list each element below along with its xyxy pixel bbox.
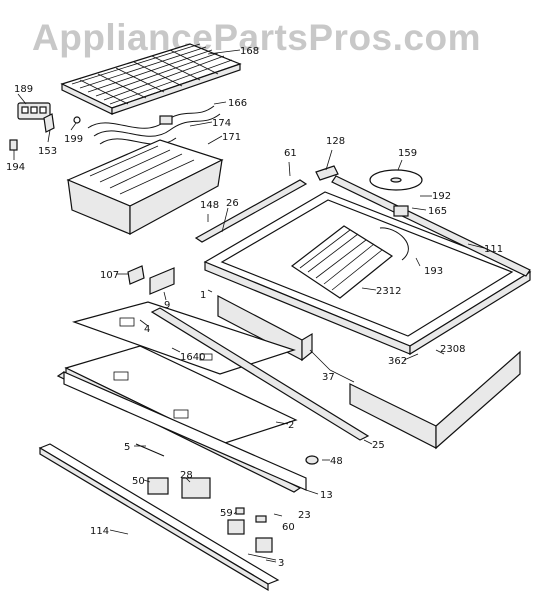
callout-25: 25	[372, 440, 385, 451]
bottom-bracket	[38, 443, 280, 592]
callout-3: 3	[278, 558, 284, 569]
callout-26: 26	[226, 198, 239, 209]
callout-192: 192	[432, 191, 451, 202]
grill-pan	[66, 139, 224, 236]
callout-4: 4	[144, 324, 150, 335]
callout-174: 174	[212, 118, 231, 129]
callout-111: 111	[484, 244, 503, 255]
callout-1640: 1640	[180, 352, 205, 363]
callout-23: 23	[298, 510, 311, 521]
heating-element	[87, 105, 221, 145]
callout-189: 189	[14, 84, 33, 95]
callout-59: 59	[220, 508, 233, 519]
callout-165: 165	[428, 206, 447, 217]
callout-1: 1	[200, 290, 206, 301]
callout-28: 28	[180, 470, 193, 481]
callout-193: 193	[424, 266, 443, 277]
grill-grate	[60, 43, 242, 115]
rails	[56, 307, 370, 493]
callout-5: 5	[124, 442, 130, 453]
callout-362: 362	[388, 356, 407, 367]
callout-2308: 2308	[440, 344, 465, 355]
callout-50: 50	[132, 476, 145, 487]
callout-60: 60	[282, 522, 295, 533]
callout-labels: 168 189 166 174 171 199 153 194 61 128 1…	[6, 46, 503, 569]
drip-pans	[217, 295, 521, 450]
small-grate	[290, 225, 394, 299]
callout-2: 2	[288, 420, 294, 431]
callout-194: 194	[6, 162, 25, 173]
leader-lines	[13, 49, 485, 563]
round-plate	[369, 169, 423, 261]
callout-128: 128	[326, 136, 345, 147]
callout-171: 171	[222, 132, 241, 143]
callout-114: 114	[90, 526, 109, 537]
watermark-text: AppliancePartsPros.com	[32, 17, 481, 58]
small-parts-bottom	[135, 443, 319, 553]
callout-2312: 2312	[376, 286, 401, 297]
callout-61: 61	[284, 148, 297, 159]
callout-148: 148	[200, 200, 219, 211]
callout-166: 166	[228, 98, 247, 109]
callout-13: 13	[320, 490, 333, 501]
callout-153: 153	[38, 146, 57, 157]
callout-107: 107	[100, 270, 119, 281]
left-small-parts	[9, 102, 81, 151]
callout-159: 159	[398, 148, 417, 159]
callout-48: 48	[330, 456, 343, 467]
callout-9: 9	[164, 300, 170, 311]
callout-37: 37	[322, 372, 335, 383]
callout-199: 199	[64, 134, 83, 145]
callout-168: 168	[240, 46, 259, 57]
